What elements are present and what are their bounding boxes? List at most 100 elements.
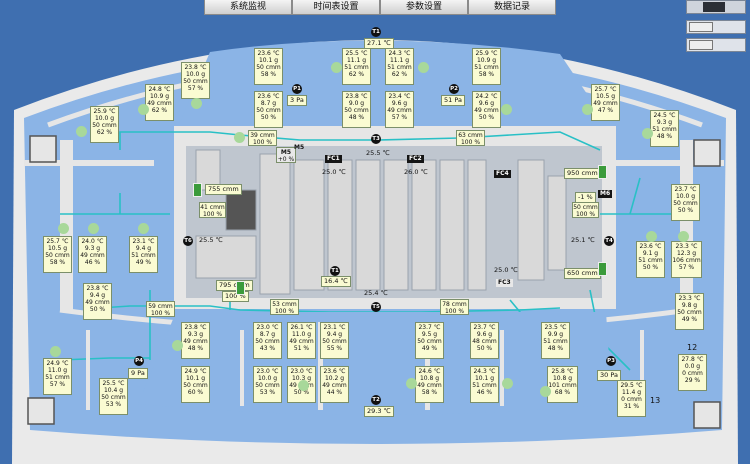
- zone-marker: [331, 62, 342, 73]
- temp-t1: 27.1 ℃: [364, 38, 394, 49]
- sensor-t5[interactable]: T5: [371, 302, 381, 312]
- zone-marker: [418, 62, 429, 73]
- slider-middle[interactable]: [686, 20, 746, 34]
- ahu-755cmm[interactable]: 755 cmm: [205, 184, 242, 195]
- damper-indicator-3[interactable]: [598, 262, 607, 276]
- sensor-t3[interactable]: T3: [371, 134, 381, 144]
- tab-system-monitor[interactable]: 系统监视: [204, 0, 292, 15]
- zone-marker: [501, 104, 512, 115]
- zone-marker: [88, 223, 99, 234]
- sensor-t1b[interactable]: T1: [330, 266, 340, 276]
- damper-indicator-1[interactable]: [193, 183, 202, 197]
- zone-marker: [76, 126, 87, 137]
- tab-data-records[interactable]: 数据记录: [468, 0, 556, 15]
- tab-schedule-settings[interactable]: 时间表设置: [292, 0, 380, 15]
- fan-coil-fc4[interactable]: FC4: [494, 170, 511, 178]
- zone-marker: [298, 380, 309, 391]
- damper-indicator-2[interactable]: [598, 165, 607, 179]
- damper-indicator-4[interactable]: [236, 281, 245, 295]
- temp-t2: 29.3 ℃: [364, 406, 394, 417]
- slider-bottom[interactable]: [686, 38, 746, 52]
- temp-t1b: 16.4 ℃: [321, 276, 351, 287]
- pressure-p1[interactable]: P1: [292, 84, 302, 94]
- slider-top[interactable]: [686, 0, 746, 14]
- ahu-795cmm[interactable]: 795 cmm: [216, 280, 253, 291]
- zone-marker: [540, 386, 551, 397]
- damper-m5[interactable]: M5+0 %: [276, 147, 296, 164]
- ahu-795-pct[interactable]: 100 %: [222, 291, 249, 302]
- sensor-t6[interactable]: T6: [183, 236, 193, 246]
- temp-fc4: 25.0 ℃: [494, 266, 518, 274]
- zone-marker: [678, 231, 689, 242]
- zone-marker: [234, 132, 245, 143]
- sensor-t2[interactable]: T2: [371, 395, 381, 405]
- pressure-p2[interactable]: P2: [449, 84, 459, 94]
- temp-fc1: 25.0 ℃: [322, 168, 346, 176]
- temp-t5: 25.4 ℃: [364, 289, 388, 297]
- pressure-p3[interactable]: P3: [606, 356, 616, 366]
- damper-label-m5[interactable]: M5: [294, 144, 305, 151]
- zone-marker: [138, 223, 149, 234]
- pressure-p4[interactable]: P4: [134, 356, 144, 366]
- zone-marker: [646, 231, 657, 242]
- zone-marker: [502, 378, 513, 389]
- tab-parameter-settings[interactable]: 参数设置: [380, 0, 468, 15]
- pressure-p2-value: 51 Pa: [441, 95, 465, 106]
- ahu-950cmm[interactable]: 950 cmm: [564, 168, 601, 179]
- sensor-t4[interactable]: T4: [604, 236, 614, 246]
- fan-coil-fc3[interactable]: FC3: [496, 279, 513, 287]
- fan-coil-fc2[interactable]: FC2: [407, 155, 424, 163]
- zone-marker: [582, 104, 593, 115]
- damper-label-m6[interactable]: M6: [598, 190, 613, 198]
- ahu-650cmm[interactable]: 650 cmm: [564, 268, 601, 279]
- sensor-t1[interactable]: T1: [371, 27, 381, 37]
- fan-coil-fc1[interactable]: FC1: [325, 155, 342, 163]
- temp-t6: 25.5 ℃: [199, 236, 223, 244]
